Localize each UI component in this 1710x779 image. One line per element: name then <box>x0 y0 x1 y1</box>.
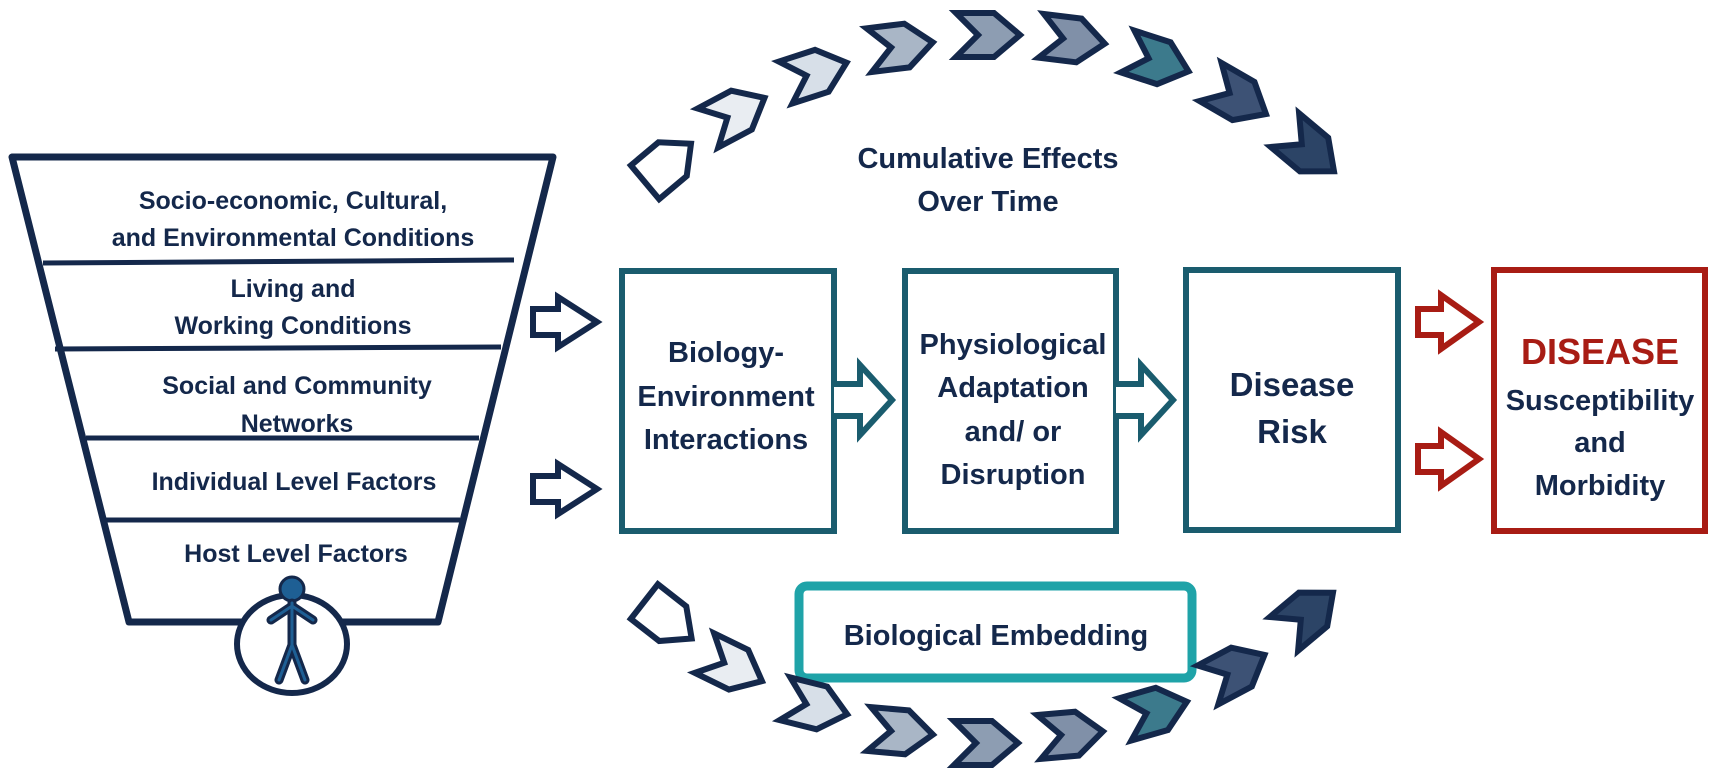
biological-embedding-label: Biological Embedding <box>844 620 1149 652</box>
box-biology-environment-line-1: Biology- <box>668 337 784 369</box>
funnel-level-2-line-1: Living and <box>231 275 356 303</box>
input-arrow-upper <box>530 291 603 353</box>
disease-input-arrows <box>1415 289 1485 492</box>
bottom-arc-chevron-1 <box>626 579 696 645</box>
top-arc-chevron-3 <box>771 46 851 109</box>
box-biology-environment: Biology- Environment Interactions <box>619 268 837 534</box>
box-biology-environment-line-3: Interactions <box>644 424 808 456</box>
box-biology-environment-line-2: Environment <box>637 381 815 413</box>
box-disease: DISEASE Susceptibility and Morbidity <box>1491 267 1708 534</box>
bottom-arc-chevron-4 <box>859 703 938 758</box>
cumulative-effects-line-2: Over Time <box>917 186 1058 218</box>
bottom-chevron-arc <box>626 579 1337 768</box>
box-disease-risk-line-1: Disease <box>1230 366 1355 403</box>
funnel-divider-2 <box>54 344 502 352</box>
funnel-level-3-line-2: Networks <box>241 410 354 438</box>
box-disease-risk: Disease Risk <box>1183 267 1401 533</box>
funnel-level-3-line-1: Social and Community <box>162 372 432 400</box>
box-disease-line-3: Morbidity <box>1535 470 1666 502</box>
input-arrow-lower <box>530 458 603 520</box>
cumulative-effects-line-1: Cumulative Effects <box>857 143 1118 175</box>
top-arc-chevron-5 <box>948 10 1025 60</box>
box-connectors <box>834 357 1178 443</box>
connector-arrow-2 <box>1116 357 1178 443</box>
bottom-arc-chevron-5 <box>946 718 1023 768</box>
top-arc-chevron-7 <box>1113 25 1193 88</box>
funnel-level-5-label: Host Level Factors <box>184 540 408 568</box>
top-arc-chevron-4 <box>859 20 938 76</box>
box-disease-line-2: and <box>1574 427 1626 459</box>
top-arc-chevron-9 <box>1263 106 1338 175</box>
disease-arrow-lower <box>1415 426 1485 492</box>
connector-arrow-1 <box>834 357 897 443</box>
top-arc-chevron-8 <box>1191 56 1271 124</box>
bottom-arc-chevron-3 <box>771 672 852 733</box>
bottom-arc-chevron-2 <box>686 627 767 693</box>
box-physiological-line-4: Disruption <box>941 459 1086 491</box>
biological-embedding: Biological Embedding <box>794 581 1197 683</box>
funnel-level-1-line-1: Socio-economic, Cultural, <box>139 187 447 215</box>
funnel-level-1-line-2: and Environmental Conditions <box>112 224 475 252</box>
box-disease-title: DISEASE <box>1521 331 1679 372</box>
box-physiological-line-2: Adaptation <box>937 372 1088 404</box>
box-disease-risk-line-2: Risk <box>1257 413 1327 450</box>
bottom-arc-chevron-8 <box>1189 644 1269 711</box>
box-physiological: Physiological Adaptation and/ or Disrupt… <box>902 268 1119 534</box>
box-disease-line-1: Susceptibility <box>1506 385 1695 417</box>
top-arc-chevron-6 <box>1031 10 1110 66</box>
funnel-divider-1 <box>42 257 515 266</box>
box-physiological-line-3: and/ or <box>965 416 1062 448</box>
top-chevron-arc <box>626 10 1338 204</box>
funnel-outline <box>8 153 557 626</box>
funnel-level-4-label: Individual Level Factors <box>152 468 437 496</box>
funnel: Socio-economic, Cultural, and Environmen… <box>8 153 557 696</box>
top-arc-chevron-1 <box>626 139 695 204</box>
person-icon <box>234 575 350 696</box>
bottom-arc-chevron-6 <box>1029 708 1108 763</box>
bottom-arc-chevron-7 <box>1111 684 1192 746</box>
input-arrows <box>530 291 603 520</box>
disease-arrow-upper <box>1415 289 1485 355</box>
bottom-arc-chevron-9 <box>1262 589 1337 658</box>
top-arc-chevron-2 <box>689 87 769 154</box>
box-physiological-line-1: Physiological <box>920 329 1107 361</box>
funnel-level-2-line-2: Working Conditions <box>174 312 411 340</box>
